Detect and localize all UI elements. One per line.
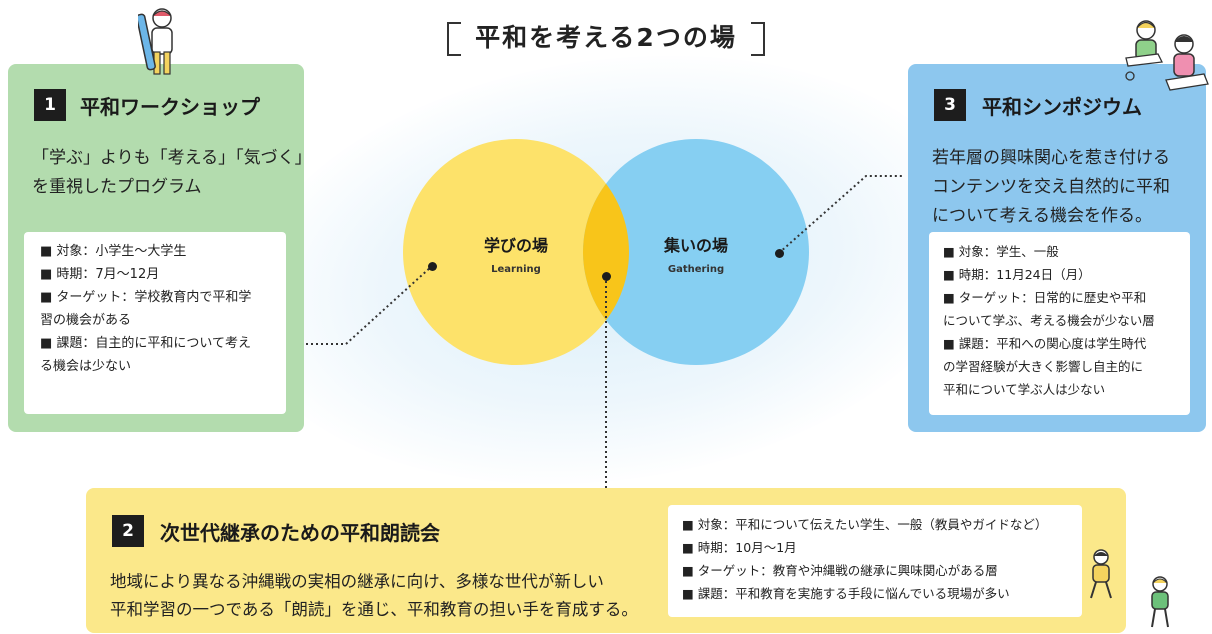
panel3-number: 3 <box>934 89 966 121</box>
panel2-number: 2 <box>112 515 144 547</box>
people-studying-icon <box>1125 20 1209 91</box>
title-bracket-right <box>750 22 765 56</box>
connector-workshop <box>306 265 433 345</box>
panel1-description: 「学ぶ」よりも「考える」「気づく」 を重視したプログラム <box>32 144 312 202</box>
panel2-detail-line: ■ 時期：10月〜1月 <box>682 540 797 555</box>
panel2-desc-line: 平和学習の一つである「朗読」を通じ、平和教育の担い手を育成する。 <box>110 600 638 619</box>
panel2-detail-line: ■ 課題：平和教育を実施する手段に悩んでいる現場が多い <box>682 586 1010 601</box>
panel3-description: 若年層の興味関心を惹き付ける コンテンツを交え自然的に平和 について考える機会を… <box>932 144 1170 231</box>
walking-child-icon <box>1151 576 1169 628</box>
panel2-desc-line: 地域により異なる沖縄戦の実相の継承に向け、多様な世代が新しい <box>110 572 604 591</box>
panel3-detail-line: ■ 課題：平和への関心度は学生時代 <box>943 336 1147 351</box>
panel3-desc-line: について考える機会を作る。 <box>932 206 1152 226</box>
person-with-pencil-icon <box>138 8 173 75</box>
gathering-circle <box>583 139 809 365</box>
panel3-detail-line: の学習経験が大きく影響し自主的に <box>943 359 1144 374</box>
learning-label-en: Learning <box>491 264 541 275</box>
panel2-detail-line: ■ 対象：平和について伝えたい学生、一般（教員やガイドなど） <box>682 517 1048 532</box>
page-title: 平和を考える2つの場 <box>0 18 1212 56</box>
panel3-detail-line: ■ 対象：学生、一般 <box>943 244 1059 259</box>
gathering-label-en: Gathering <box>667 264 725 275</box>
gathering-label-jp: 集いの場 <box>663 236 728 255</box>
panel1-detail-line: ■ ターゲット：学校教育内で平和学 <box>40 290 252 305</box>
panel3-detail-line: ■ 時期：11月24日（月） <box>943 267 1091 282</box>
connector-symposium <box>778 175 902 254</box>
panel2-details-card: ■ 対象：平和について伝えたい学生、一般（教員やガイドなど） ■ 時期：10月〜… <box>668 505 1082 617</box>
panel1-title: 平和ワークショップ <box>80 95 260 119</box>
panel3-detail-line: ■ ターゲット：日常的に歴史や平和 <box>943 290 1147 305</box>
panel2-title: 次世代継承のための平和朗読会 <box>160 521 440 545</box>
panel2-description: 地域により異なる沖縄戦の実相の継承に向け、多様な世代が新しい 平和学習の一つであ… <box>110 568 638 624</box>
panel3-detail-line: 平和について学ぶ人は少ない <box>943 382 1106 397</box>
title-text: 平和を考える2つの場 <box>475 23 737 52</box>
gathering-dot <box>775 249 784 258</box>
panel2-detail-line: ■ ターゲット：教育や沖縄戦の継承に興味関心がある層 <box>682 563 998 578</box>
learning-label-jp: 学びの場 <box>483 236 548 255</box>
panel1-detail-line: ■ 対象：小学生〜大学生 <box>40 244 187 259</box>
walking-person-icon <box>1090 549 1112 599</box>
panel1-detail-line: 習の機会がある <box>40 313 132 328</box>
panel3-detail-line: について学ぶ、考える機会が少ない層 <box>943 313 1155 328</box>
panel1-details-card: ■ 対象：小学生〜大学生 ■ 時期：7月〜12月 ■ ターゲット：学校教育内で平… <box>24 232 286 414</box>
panel3-details-card: ■ 対象：学生、一般 ■ 時期：11月24日（月） ■ ターゲット：日常的に歴史… <box>929 232 1190 415</box>
panel1-desc-line: を重視したプログラム <box>32 177 202 197</box>
panel1-detail-line: ■ 課題：自主的に平和について考え <box>40 336 252 351</box>
gathering-label: 集いの場 Gathering <box>646 232 746 275</box>
panel1-desc-line: 「学ぶ」よりも「考える」「気づく」 <box>32 148 312 168</box>
panel1-detail-line: ■ 時期：7月〜12月 <box>40 267 160 282</box>
learning-dot <box>428 262 437 271</box>
panel3-desc-line: コンテンツを交え自然的に平和 <box>932 177 1170 197</box>
panel1-number: 1 <box>34 89 66 121</box>
title-bracket-left <box>447 22 462 56</box>
learning-label: 学びの場 Learning <box>466 232 566 275</box>
panel3-title: 平和シンポジウム <box>982 95 1142 119</box>
overlap-dot <box>602 272 611 281</box>
panel3-desc-line: 若年層の興味関心を惹き付ける <box>932 148 1170 168</box>
panel1-detail-line: る機会は少ない <box>40 359 132 374</box>
